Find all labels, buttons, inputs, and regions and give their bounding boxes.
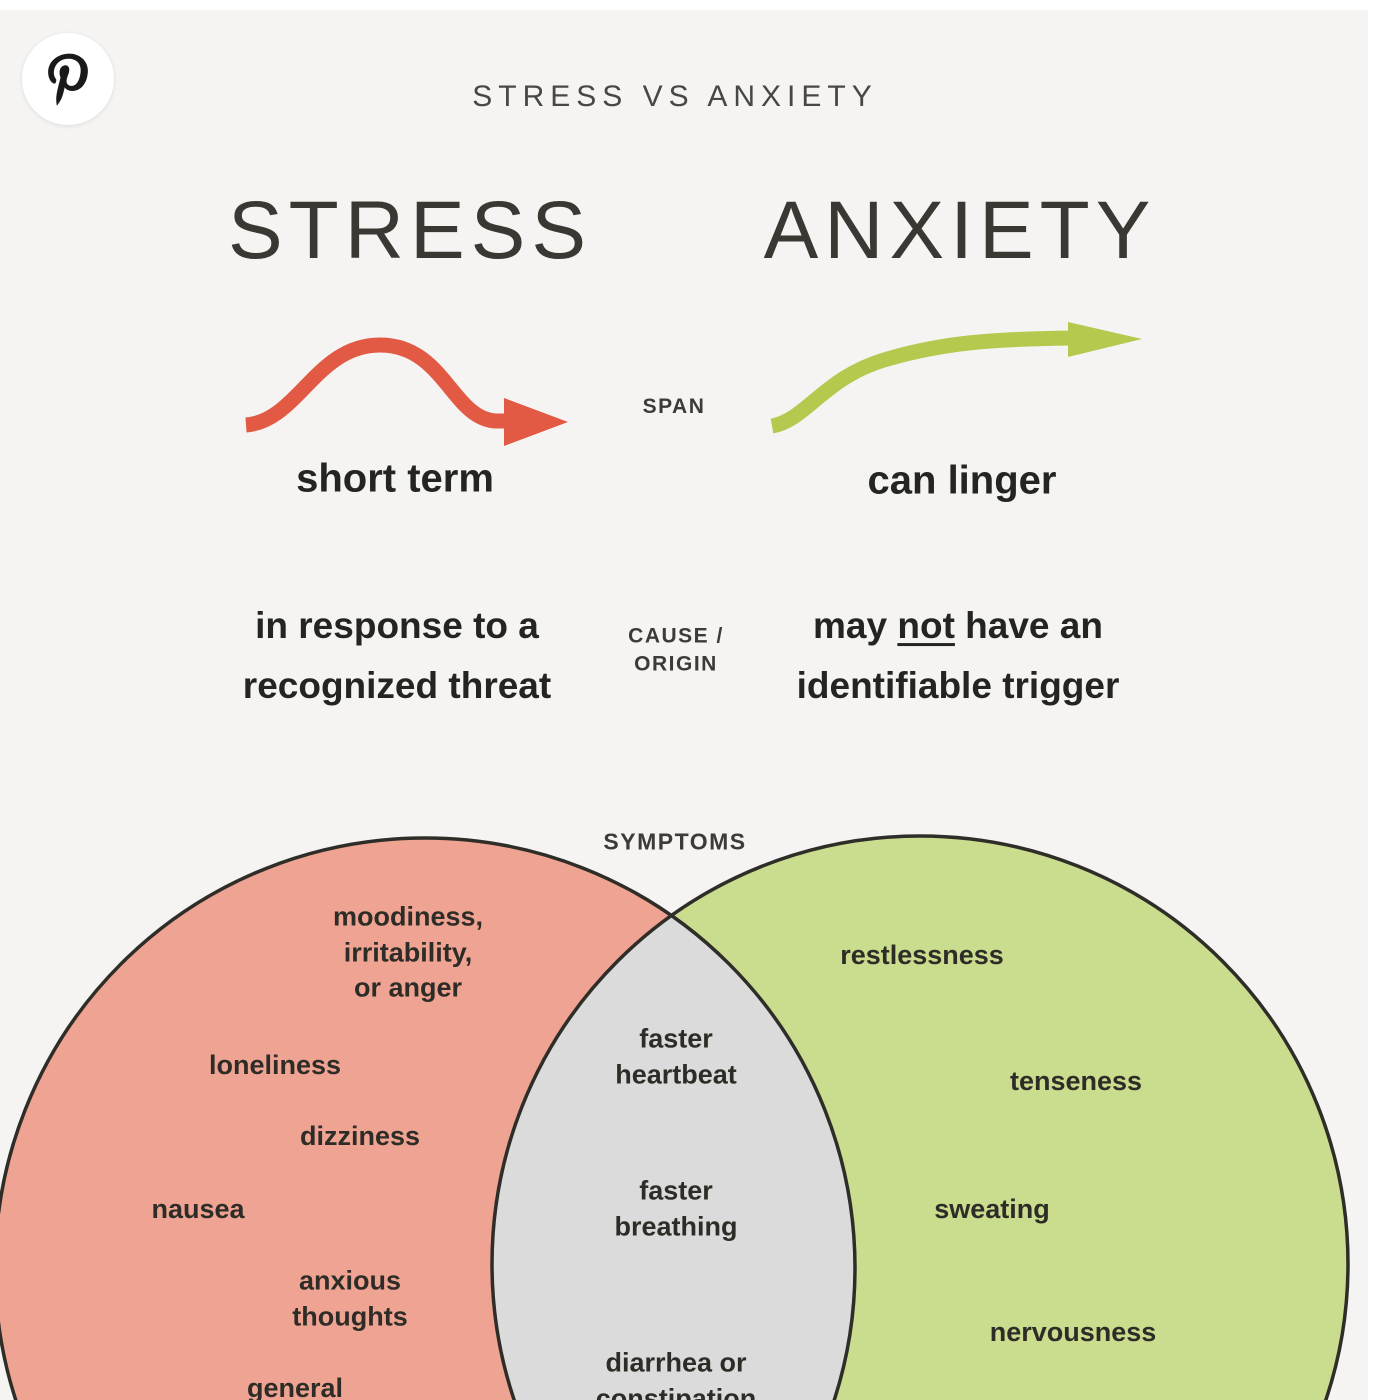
stress-span-text: short term [296, 456, 494, 501]
anxiety-symptom-tenseness: tenseness [1009, 1066, 1143, 1097]
shared-symptom-diarrhea-constipation: diarrhea or constipation [595, 1347, 757, 1400]
anxiety-symptom-restlessness: restlessness [840, 940, 1004, 971]
anxiety-heading: ANXIETY [763, 185, 1157, 276]
stress-circle-outline [0, 836, 857, 1400]
symptoms-label: SYMPTOMS [603, 828, 747, 855]
anxiety-span-text: can linger [867, 458, 1057, 503]
stress-symptom-dizziness: dizziness [299, 1121, 421, 1152]
stress-symptom-moodiness: moodiness, irritability, or anger [332, 901, 484, 1003]
anxiety-circle-outline [490, 834, 1350, 1400]
stress-symptom-nausea: nausea [151, 1194, 245, 1225]
stress-symptom-anxious-thoughts: anxious thoughts [292, 1265, 408, 1331]
stress-symptom-general: general [246, 1373, 344, 1400]
anxiety-cause-text: may not have an identifiable trigger [796, 605, 1120, 706]
shared-symptom-faster-breathing: faster breathing [614, 1175, 738, 1241]
anxiety-linger-arrow-icon [770, 322, 1142, 434]
pinterest-icon [48, 53, 88, 105]
anxiety-symptom-sweating: sweating [934, 1194, 1050, 1225]
stress-cause-text: in response to a recognized threat [242, 605, 552, 706]
symptoms-venn-diagram [0, 834, 1350, 1400]
span-row-label: SPAN [642, 394, 706, 418]
underlined-not: not [897, 605, 955, 647]
cause-row-label: CAUSE / ORIGIN [628, 624, 724, 676]
anxiety-symptom-nervousness: nervousness [989, 1317, 1157, 1348]
pinterest-badge[interactable] [22, 33, 114, 125]
stress-heading: STRESS [227, 185, 593, 276]
overlap-region [492, 838, 855, 1400]
stress-symptom-loneliness: loneliness [208, 1050, 342, 1081]
page-title: STRESS VS ANXIETY [472, 80, 878, 113]
shared-symptom-faster-heartbeat: faster heartbeat [615, 1023, 737, 1089]
stress-spike-arrow-icon [244, 337, 568, 446]
